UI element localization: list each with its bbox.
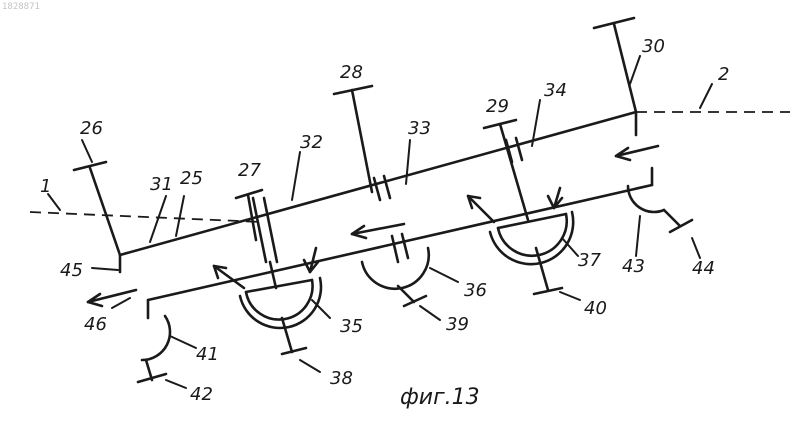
label-1: 1 xyxy=(40,176,51,197)
label-38: 38 xyxy=(330,368,353,389)
figure-caption: фиг.13 xyxy=(400,385,480,410)
cup-37-rim xyxy=(498,214,566,228)
stem-39 xyxy=(398,286,414,302)
leader-32 xyxy=(292,152,300,200)
probe-27-lower xyxy=(270,262,276,288)
leader-45 xyxy=(92,268,118,270)
label-44: 44 xyxy=(692,258,715,279)
leader-33 xyxy=(406,140,410,184)
leader-40 xyxy=(560,292,580,300)
leader-43 xyxy=(636,216,640,256)
leader-31 xyxy=(150,196,166,242)
label-42: 42 xyxy=(190,384,213,405)
stem-44 xyxy=(664,210,680,226)
leader-25 xyxy=(176,196,184,236)
leader-26 xyxy=(82,140,92,162)
cup-35-rim xyxy=(246,280,312,292)
label-39: 39 xyxy=(446,314,469,335)
label-36: 36 xyxy=(464,280,487,301)
probe-27-line-b xyxy=(264,198,277,262)
housing-bottom-wall xyxy=(148,185,652,300)
leader-36 xyxy=(430,268,458,282)
stem-38 xyxy=(282,318,292,352)
label-33: 33 xyxy=(408,118,431,139)
stem-39-cap xyxy=(404,296,426,306)
label-29: 29 xyxy=(486,96,509,117)
cup-41 xyxy=(142,316,170,360)
label-40: 40 xyxy=(584,298,607,319)
stem-44-cap xyxy=(670,220,692,232)
label-28: 28 xyxy=(340,62,363,83)
leader-44 xyxy=(692,238,700,258)
label-27: 27 xyxy=(238,160,261,181)
label-45: 45 xyxy=(60,260,83,281)
leader-30 xyxy=(630,56,640,84)
probe-28-shaft xyxy=(352,90,372,192)
label-46: 46 xyxy=(84,314,107,335)
leader-41 xyxy=(170,336,196,348)
label-35: 35 xyxy=(340,316,363,337)
leader-42 xyxy=(166,380,186,388)
nozzle-26-shaft xyxy=(90,168,120,255)
label-34: 34 xyxy=(544,80,567,101)
probe-29-shaft xyxy=(500,124,528,220)
probe-28-lower-b xyxy=(402,234,408,258)
leader-39 xyxy=(420,306,440,320)
stem-38-cap xyxy=(282,348,306,354)
leader-2 xyxy=(700,84,712,108)
label-43: 43 xyxy=(622,256,645,277)
corner-code: 1828871 xyxy=(2,2,40,12)
leader-46 xyxy=(112,298,130,308)
probe-28-mark-a xyxy=(374,178,380,200)
label-32: 32 xyxy=(300,132,323,153)
label-26: 26 xyxy=(80,118,103,139)
label-41: 41 xyxy=(196,344,219,365)
probe-28-lower-a xyxy=(392,236,398,262)
leader-38 xyxy=(300,360,320,372)
nozzle-30-shaft xyxy=(614,24,636,112)
label-31: 31 xyxy=(150,174,173,195)
dashed-line-left xyxy=(30,212,262,222)
label-25: 25 xyxy=(180,168,203,189)
label-2: 2 xyxy=(718,64,729,85)
label-30: 30 xyxy=(642,36,665,57)
label-37: 37 xyxy=(578,250,601,271)
probe-29-mark-b xyxy=(516,138,522,160)
